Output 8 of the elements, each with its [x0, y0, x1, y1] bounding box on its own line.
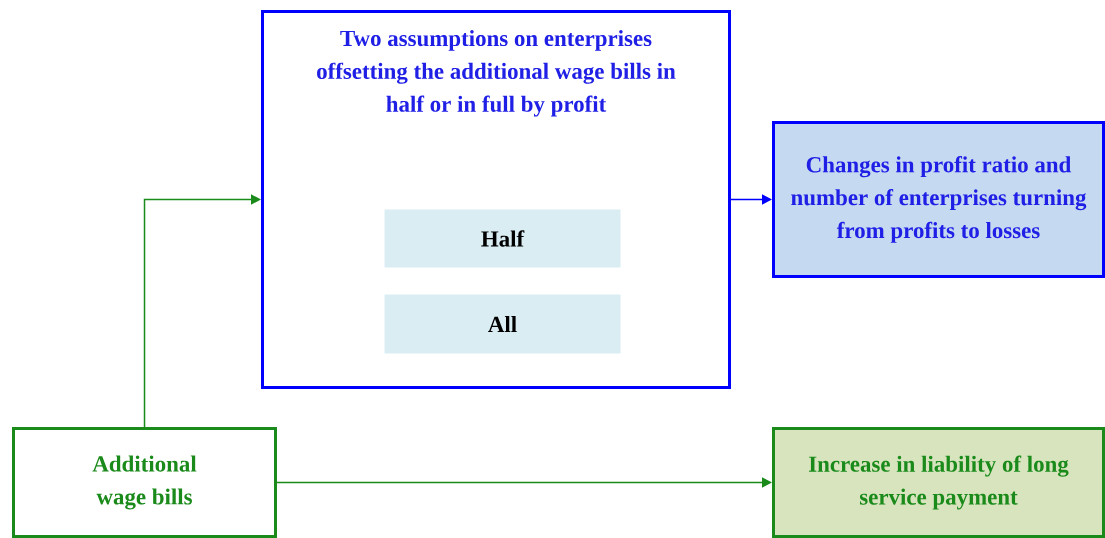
- result-box: Changes in profit ratio and number of enterprises turning from profits to losses: [772, 121, 1105, 278]
- arrow: [730, 194, 772, 205]
- result-box: Increase in liability of long service payment: [772, 427, 1105, 538]
- arrow: [143, 194, 261, 428]
- arrow: [276, 477, 772, 488]
- option-box: All: [384, 294, 621, 354]
- input-box: Additional wage bills: [12, 427, 277, 538]
- option-box: Half: [384, 209, 621, 268]
